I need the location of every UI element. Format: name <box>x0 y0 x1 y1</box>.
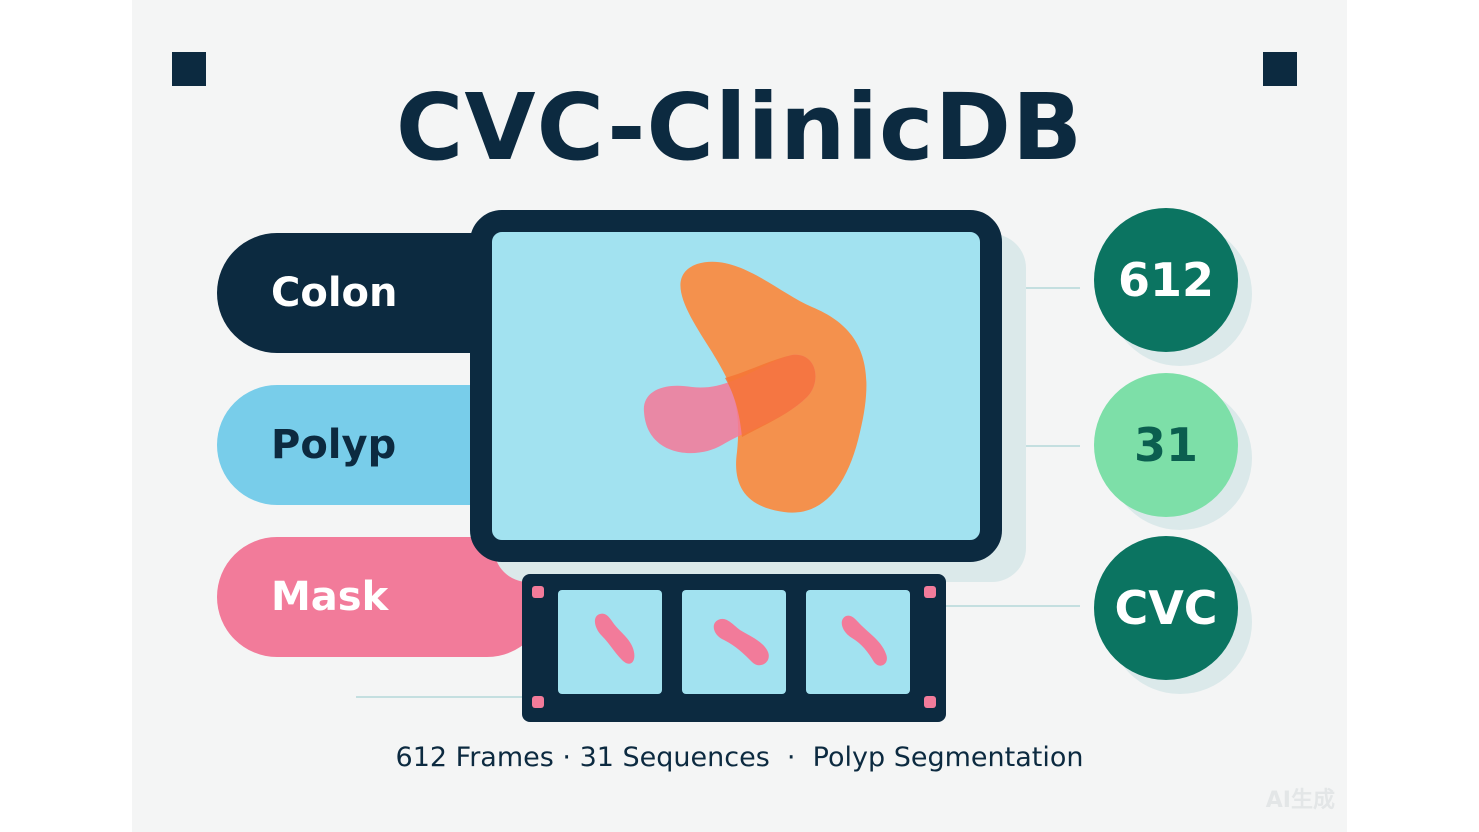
polyp-illustration <box>643 261 867 513</box>
filmstrip-icon <box>522 574 946 722</box>
mask-blob-icon <box>841 615 887 666</box>
connector-line <box>1002 445 1080 447</box>
overlap-region <box>725 354 816 437</box>
mask-blob-icon <box>713 618 769 666</box>
film-frame-1 <box>558 590 662 694</box>
label-pill-text: Colon <box>271 270 398 316</box>
film-frame-2 <box>682 590 786 694</box>
film-hole <box>532 696 544 708</box>
connector-line <box>356 696 522 698</box>
stat-value: 31 <box>1133 418 1198 472</box>
caption-text: 612 Frames · 31 Sequences · Polyp Segmen… <box>395 742 1084 773</box>
film-frame-3 <box>806 590 910 694</box>
stat-circle-cvc: CVC <box>1094 536 1238 680</box>
corner-mark-left <box>172 52 206 86</box>
connector-line <box>1002 287 1080 289</box>
film-hole <box>924 586 936 598</box>
film-hole <box>532 586 544 598</box>
stat-circle-frames: 612 <box>1094 208 1238 352</box>
monitor-icon <box>470 210 1002 562</box>
watermark-text: AI生成 <box>1265 788 1335 813</box>
mask-blob-icon <box>594 613 635 664</box>
page-title: CVC-ClinicDB <box>395 74 1084 181</box>
label-pill-text: Polyp <box>271 422 397 468</box>
connector-line <box>946 605 1080 607</box>
corner-mark-right <box>1263 52 1297 86</box>
label-pill-mask: Mask <box>217 537 547 657</box>
stat-value: 612 <box>1117 253 1215 307</box>
label-pill-text: Mask <box>271 574 389 620</box>
stat-value: CVC <box>1114 581 1218 635</box>
stat-circle-sequences: 31 <box>1094 373 1238 517</box>
film-hole <box>924 696 936 708</box>
